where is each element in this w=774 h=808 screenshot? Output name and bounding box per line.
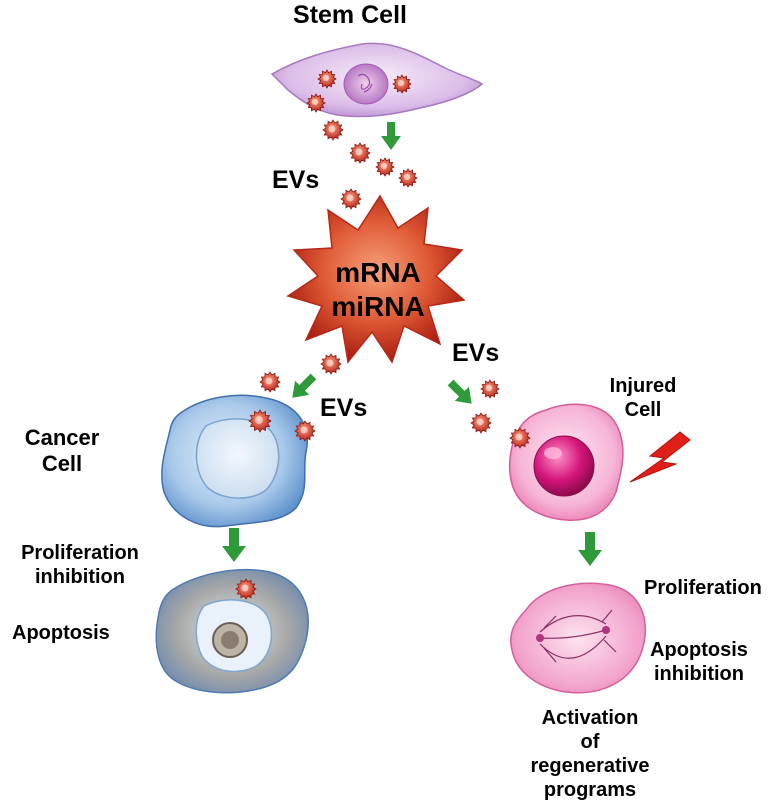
proliferation-label: Proliferation [644,577,762,599]
activation-regenerative-label: Activation of regenerative programs [505,706,675,802]
ev-vesicle [259,371,281,393]
injured-cell [508,403,624,521]
ev-vesicle [470,412,492,434]
apoptotic-nucleus-core [221,631,239,649]
injured-nucleus-highlight [544,447,562,459]
activation-line-1: Activation [541,707,639,729]
injured-cell-nucleus [533,435,595,497]
cancer-cell [161,394,308,528]
cancer-cell-nucleus [195,418,280,499]
central-vesicle-burst [286,194,466,364]
arrows [222,122,602,566]
arrow-to-cancer [292,373,317,398]
ev-vesicle [375,157,395,177]
arrow-injured-down [578,532,602,566]
cancer-line-2: Cell [41,451,83,477]
ev-vesicle [320,353,342,375]
center-line-mrna: mRNA [335,257,421,288]
arrow-to-injured [447,379,472,404]
apoptosis-label: Apoptosis [12,622,110,644]
centrosome-right [602,626,610,634]
cancer-line-1: Cancer [24,425,100,450]
arrow-stem-down [381,122,401,150]
arrow-cancer-down [222,528,246,562]
activation-line-3: regenerative [530,755,650,777]
cancer-cell-label: Cancer Cell [12,425,112,478]
apoptotic-cell [155,569,309,694]
center-line-mirna: miRNA [331,290,425,322]
evs-label-right: EVs [452,339,500,367]
spindle-fibers [539,609,617,663]
dividing-cell-body [510,582,647,694]
prolif-inhib-line-1: Proliferation [21,542,139,564]
ev-vesicle [340,188,362,210]
stem-cell-nucleus [343,63,389,105]
injured-line-2: Cell [624,399,662,421]
ev-vesicle [322,119,344,141]
evs-label-top: EVs [272,166,320,194]
center-vesicle-label: mRNA miRNA [318,256,438,323]
ev-vesicle [480,379,500,399]
evs-label-left: EVs [320,394,368,422]
stem-cell-chromatin [357,73,373,93]
ev-vesicle [392,74,412,94]
activation-line-2: of [580,731,600,753]
extracellular-vesicles [235,69,531,600]
stem-cell [270,42,484,118]
apoptosis-inhib-line-1: Apoptosis [650,639,748,661]
apoptosis-inhib-line-2: inhibition [654,663,744,685]
ev-vesicle [294,420,316,442]
ev-vesicle [398,168,418,188]
prolif-inhib-line-2: inhibition [35,566,125,588]
ev-vesicle [235,578,257,600]
apoptosis-inhibition-label: Apoptosis inhibition [644,638,754,686]
ev-vesicle [509,427,531,449]
activation-line-4: programs [543,779,637,801]
ev-vesicle [317,69,337,89]
injured-cell-label: Injured Cell [598,374,688,422]
ev-vesicle [306,93,326,113]
ev-vesicle [349,142,371,164]
central-vesicle [286,194,466,364]
ev-vesicle [248,409,272,433]
injured-line-1: Injured [609,375,677,397]
lightning-icon [629,431,691,483]
dividing-cell [510,582,647,694]
proliferation-inhibition-label: Proliferation inhibition [0,541,160,589]
stem-cell-label: Stem Cell [293,1,407,29]
centrosome-left [536,634,544,642]
